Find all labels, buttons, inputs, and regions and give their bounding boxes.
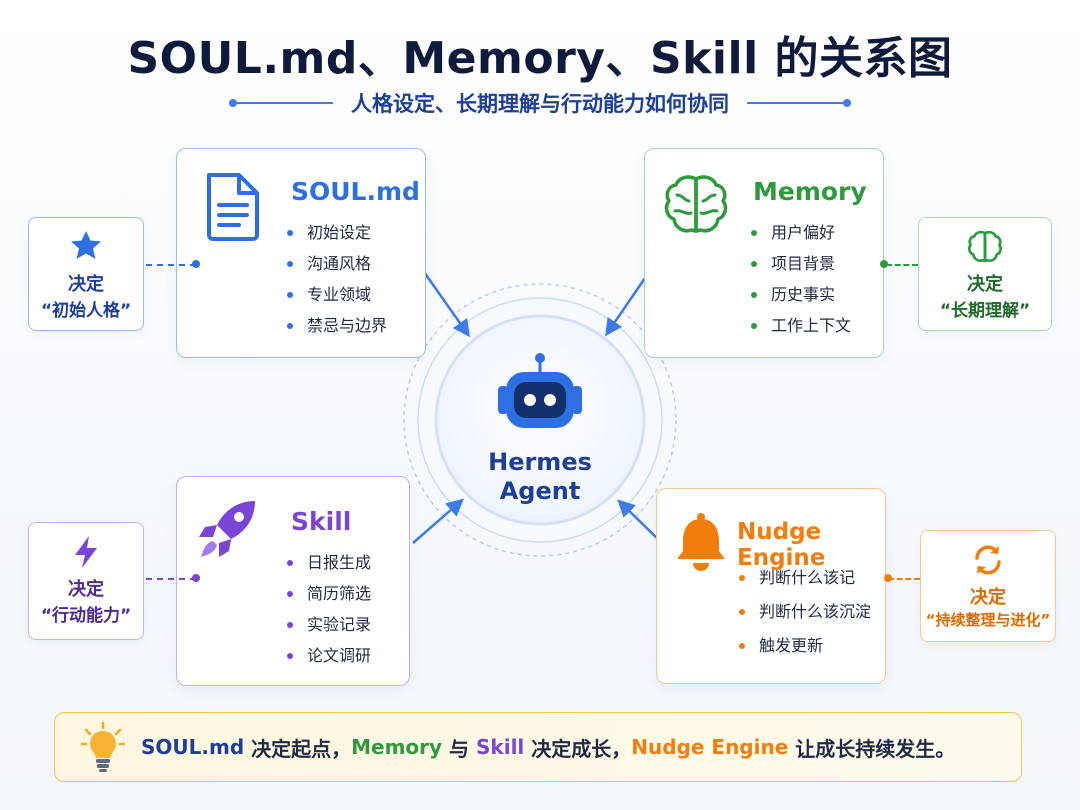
memory-connector-dot [880, 260, 888, 268]
robot-icon [498, 353, 582, 428]
list-item: 判断什么该沉淀 [739, 595, 871, 629]
memory-role-bottom: “长期理解” [939, 301, 1031, 321]
skill-card-list: 日报生成 简历筛选 实验记录 论文调研 [287, 547, 371, 671]
banner-soul: SOUL.md [141, 735, 245, 759]
bell-icon [677, 513, 725, 571]
arrow-memory-to-hub [605, 277, 647, 337]
memory-role-box: 决定 “长期理解” [918, 217, 1052, 331]
memory-card-list: 用户偏好 项目背景 历史事实 工作上下文 [751, 217, 851, 341]
nudge-role-bottom: “持续整理与进化” [925, 611, 1051, 629]
memory-role-top: 决定 [967, 274, 1003, 295]
page-title: SOUL.md、Memory、Skill 的关系图 [127, 33, 953, 84]
memory-card-title: Memory [753, 177, 867, 206]
document-icon [207, 173, 259, 241]
nudge-card-title: Nudge Engine [737, 519, 826, 571]
list-item: 历史事实 [751, 279, 851, 310]
nudge-card-list: 判断什么该记 判断什么该沉淀 触发更新 [739, 561, 871, 663]
list-item: 用户偏好 [751, 217, 851, 248]
soul-card-title: SOUL.md [291, 177, 420, 206]
soul-role-bottom: “初始人格” [40, 301, 132, 321]
refresh-icon [975, 545, 1001, 575]
rocket-icon [199, 501, 255, 557]
nudge-engine-card: Nudge Engine 判断什么该记 判断什么该沉淀 触发更新 [656, 488, 886, 684]
subtitle-right-line [747, 99, 851, 107]
skill-role-bottom: “行动能力” [40, 606, 132, 626]
list-item: 工作上下文 [751, 310, 851, 341]
hub-label-line2: Agent [499, 477, 581, 505]
banner-memory: Memory [351, 735, 443, 759]
brain-icon [968, 230, 1002, 263]
skill-role-top: 决定 [68, 579, 104, 600]
skill-connector [146, 578, 196, 580]
list-item: 判断什么该记 [739, 561, 871, 595]
brain-icon [664, 175, 728, 233]
banner-text-3: 决定成长， [524, 736, 632, 761]
memory-card: Memory 用户偏好 项目背景 历史事实 工作上下文 [644, 148, 884, 358]
skill-card-title: Skill [291, 507, 352, 536]
banner-skill: Skill [476, 735, 525, 759]
soul-connector [146, 264, 196, 266]
banner-nudge: Nudge Engine [631, 735, 789, 759]
memory-connector [886, 264, 918, 266]
lightning-icon [75, 536, 97, 568]
nudge-connector-dot [884, 574, 892, 582]
list-item: 论文调研 [287, 640, 371, 671]
banner-text-1: 决定起点， [244, 736, 352, 761]
subtitle-left-line [229, 99, 333, 107]
hub-label-line1: Hermes [488, 448, 592, 476]
arrow-soul-to-hub [422, 271, 471, 338]
list-item: 专业领域 [287, 279, 387, 310]
nudge-role-top: 决定 [970, 587, 1006, 608]
list-item: 日报生成 [287, 547, 371, 578]
soul-card: SOUL.md 初始设定 沟通风格 专业领域 禁忌与边界 [176, 148, 426, 358]
soul-role-box: 决定 “初始人格” [28, 217, 144, 331]
lightbulb-icon [81, 722, 125, 772]
list-item: 实验记录 [287, 609, 371, 640]
soul-card-list: 初始设定 沟通风格 专业领域 禁忌与边界 [287, 217, 387, 341]
arrow-skill-to-hub [412, 498, 464, 544]
list-item: 触发更新 [739, 629, 871, 663]
list-item: 项目背景 [751, 248, 851, 279]
list-item: 沟通风格 [287, 248, 387, 279]
skill-role-box: 决定 “行动能力” [28, 522, 144, 640]
list-item: 简历筛选 [287, 578, 371, 609]
subtitle-row: 人格设定、长期理解与行动能力如何协同 [0, 88, 1080, 118]
list-item: 禁忌与边界 [287, 310, 387, 341]
soul-connector-dot [192, 260, 200, 268]
skill-card: Skill 日报生成 简历筛选 实验记录 论文调研 [176, 476, 410, 686]
nudge-role-box: 决定 “持续整理与进化” [920, 530, 1056, 642]
summary-banner: SOUL.md 决定起点， Memory 与 Skill 决定成长， Nudge… [54, 712, 1022, 782]
subtitle: 人格设定、长期理解与行动能力如何协同 [351, 92, 729, 116]
banner-text-2: 与 [442, 736, 477, 761]
skill-connector-dot [192, 574, 200, 582]
soul-role-top: 决定 [68, 274, 104, 295]
list-item: 初始设定 [287, 217, 387, 248]
nudge-connector [888, 578, 920, 580]
star-icon [71, 231, 101, 259]
banner-text-4: 让成长持续发生。 [788, 736, 956, 761]
